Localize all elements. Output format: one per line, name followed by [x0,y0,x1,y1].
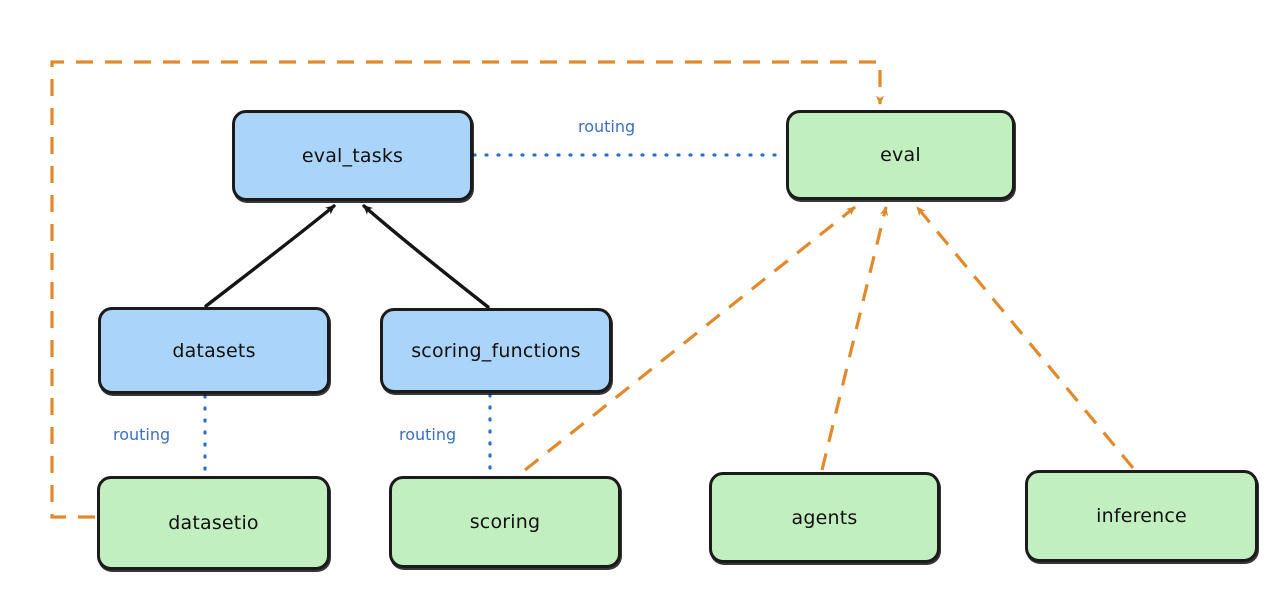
node-label: eval [880,144,921,166]
edge-datasets-to-eval_tasks [204,204,336,308]
edge-label-routing-eval-tasks-eval: routing [578,117,636,136]
node-datasets[interactable]: datasets [98,307,330,394]
node-label: datasets [172,339,256,362]
node-label: scoring [469,511,541,533]
node-datasetio[interactable]: datasetio [97,476,330,570]
edge-datasetio-to-eval [50,60,885,519]
node-label: eval_tasks [301,144,404,167]
edge-agents-to-eval [820,206,889,471]
node-eval[interactable]: eval [786,110,1015,200]
edge-scoring_functions-to-eval_tasks [362,204,490,309]
edge-label-routing-scoring-functions-scoring: routing [399,425,457,444]
edge-label-routing-datasets-datasetio: routing [113,425,171,444]
edge-inference-to-eval [915,205,1135,470]
node-eval-tasks[interactable]: eval_tasks [232,110,473,201]
node-scoring[interactable]: scoring [389,476,621,568]
edge-scoring-to-eval [524,205,856,472]
node-agents[interactable]: agents [709,472,940,563]
node-label: inference [1096,505,1187,527]
node-scoring-functions[interactable]: scoring_functions [380,308,612,393]
node-label: datasetio [168,512,259,534]
node-inference[interactable]: inference [1025,470,1258,562]
node-label: agents [791,506,858,529]
node-label: scoring_functions [411,339,581,362]
